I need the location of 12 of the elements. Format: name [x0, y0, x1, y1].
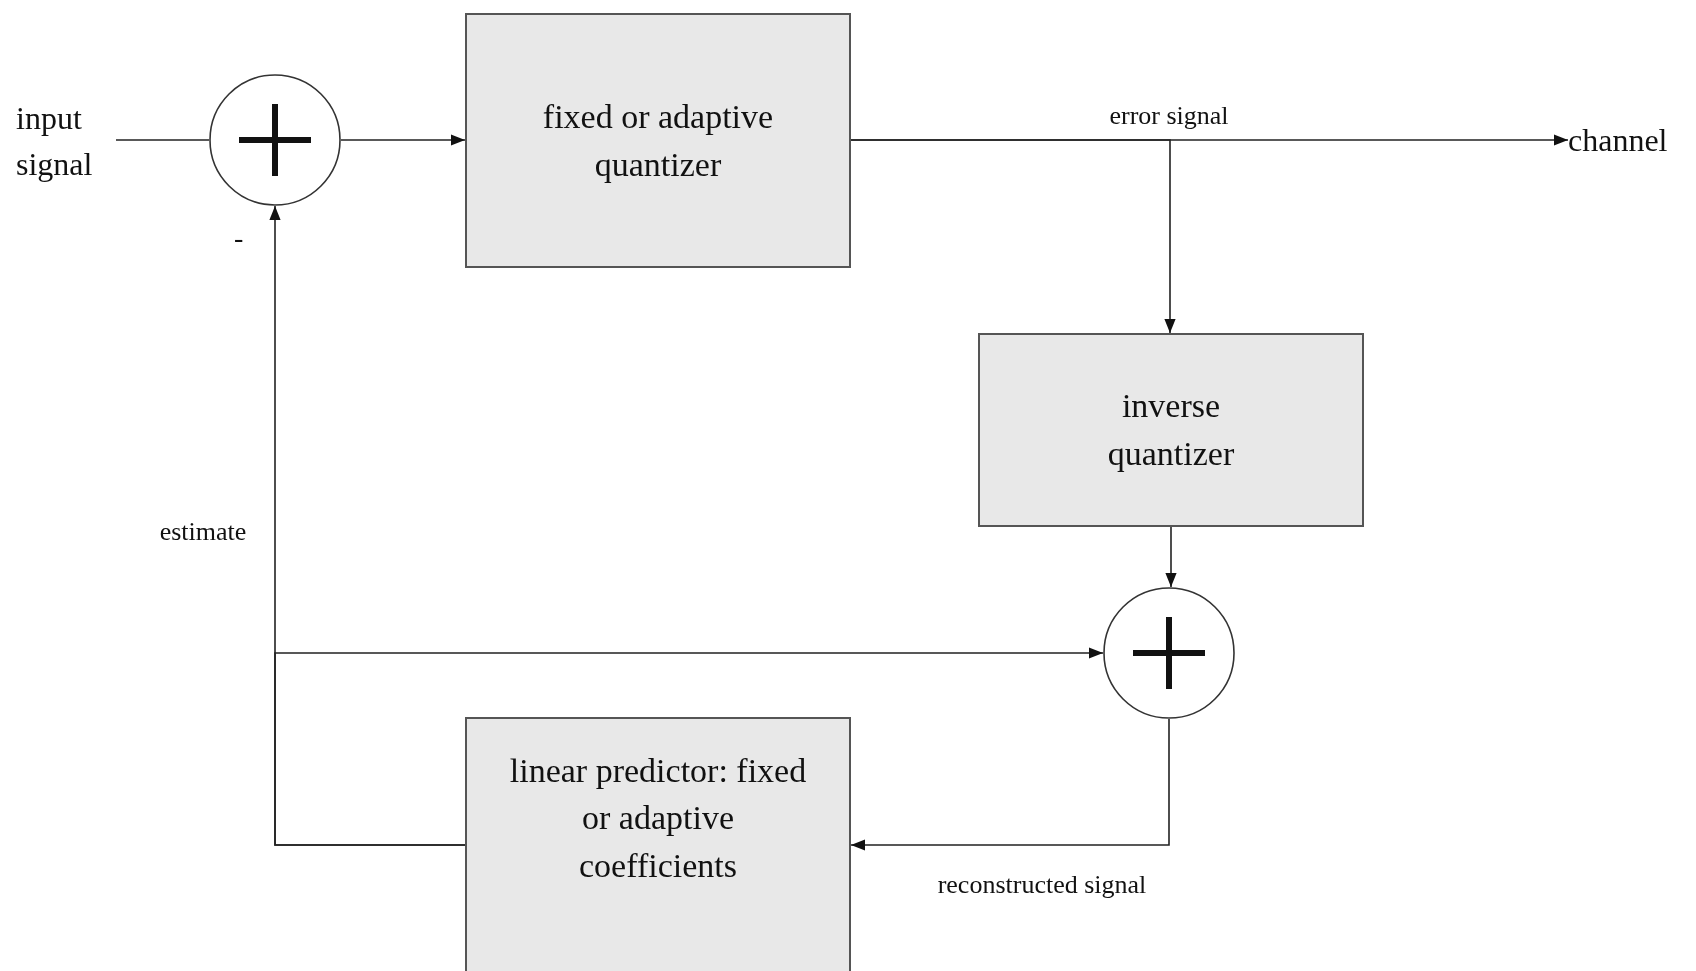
- sign-label: -: [234, 222, 244, 254]
- signal-label: input signal: [16, 95, 116, 187]
- arrow: [274, 647, 1104, 846]
- arrow: [850, 718, 1170, 851]
- process-box: fixed or adaptive quantizer: [465, 13, 851, 268]
- process-box: linear predictor: fixed or adaptive coefficients: [465, 717, 851, 971]
- arrow: [1165, 526, 1177, 588]
- process-box: inverse quantizer: [978, 333, 1364, 527]
- signal-label: channel: [1568, 118, 1692, 162]
- arrow: [850, 139, 1176, 334]
- signal-line: [115, 139, 210, 141]
- arrow: [340, 134, 466, 146]
